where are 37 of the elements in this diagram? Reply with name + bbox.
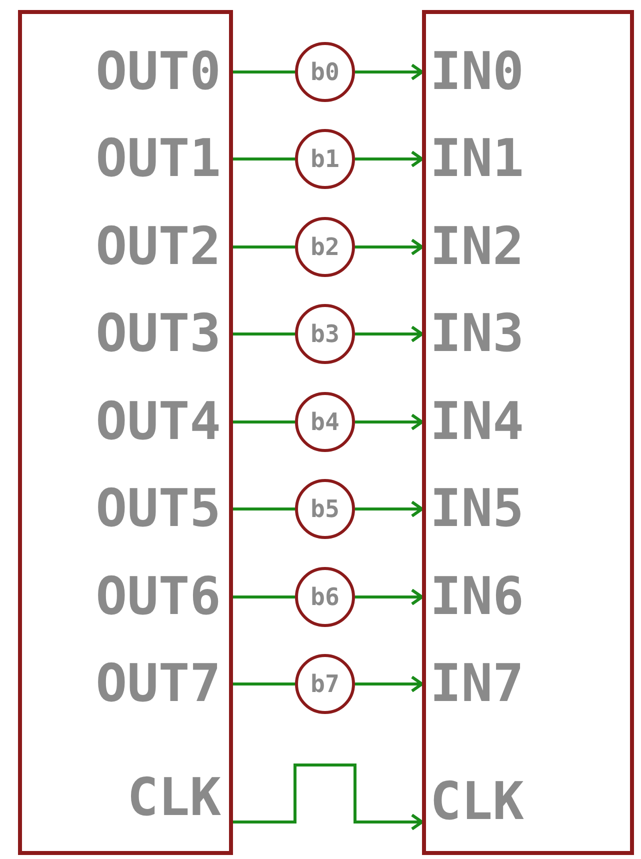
chip-block xyxy=(422,10,634,855)
arrow xyxy=(355,588,424,606)
arrow xyxy=(355,238,424,256)
pin-label: CLK xyxy=(22,766,229,830)
pin-label: IN3 xyxy=(426,302,630,366)
pin-label: OUT2 xyxy=(22,215,229,279)
pin-label: OUT5 xyxy=(22,477,229,541)
pin-label: OUT4 xyxy=(22,390,229,454)
pin-label: IN6 xyxy=(426,565,630,629)
pin-label: OUT7 xyxy=(22,652,229,716)
arrow xyxy=(355,500,424,518)
pin-label: IN2 xyxy=(426,215,630,279)
wire xyxy=(233,246,295,248)
pin-label: OUT3 xyxy=(22,302,229,366)
arrow xyxy=(355,64,424,80)
pin-label: CLK xyxy=(426,770,630,834)
wire xyxy=(233,158,295,160)
arrow xyxy=(355,326,424,342)
wire xyxy=(233,420,295,424)
pin-label: OUT0 xyxy=(22,40,229,104)
arrow xyxy=(233,764,424,830)
pin-label: IN1 xyxy=(426,127,630,191)
pin-label: IN7 xyxy=(426,652,630,716)
wire xyxy=(233,508,295,510)
arrow xyxy=(355,150,424,168)
wire xyxy=(233,70,295,74)
wire xyxy=(233,596,295,598)
pin-label: OUT6 xyxy=(22,565,229,629)
pin-label: IN4 xyxy=(426,390,630,454)
chip-block xyxy=(18,10,233,855)
pin-label: IN0 xyxy=(426,40,630,104)
pin-label: OUT1 xyxy=(22,127,229,191)
pin-label: IN5 xyxy=(426,477,630,541)
wire xyxy=(233,682,295,686)
wire xyxy=(233,332,295,336)
arrow xyxy=(355,676,424,692)
arrow xyxy=(355,414,424,430)
